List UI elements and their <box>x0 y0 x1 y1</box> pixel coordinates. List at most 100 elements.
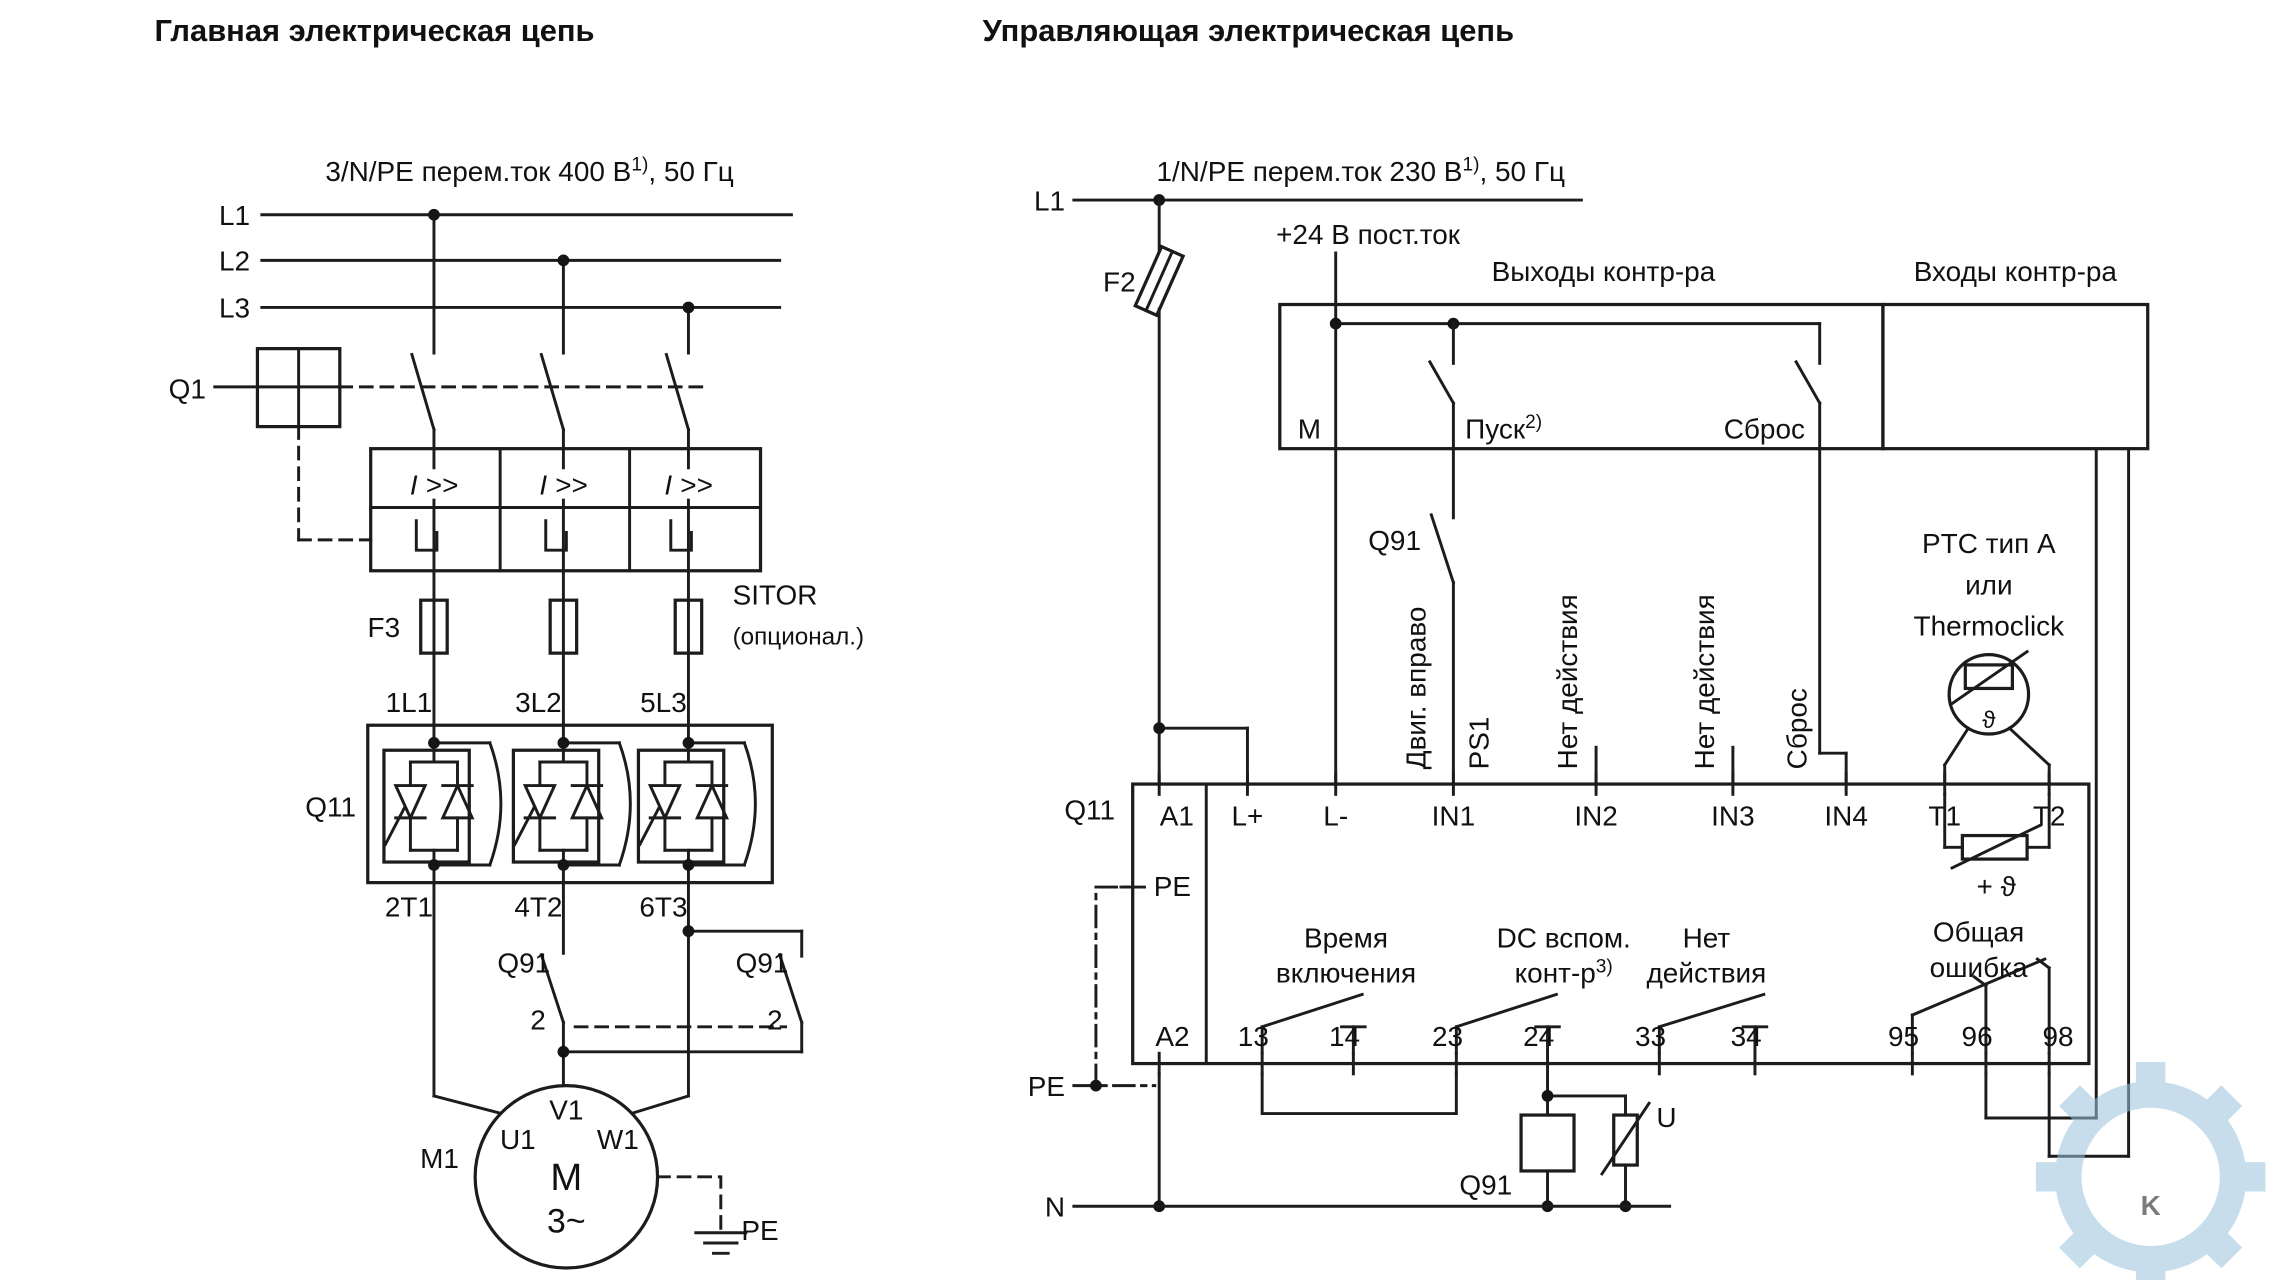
overcurrent-label-2: I >> <box>539 469 587 500</box>
motor-letter: M <box>550 1156 582 1199</box>
q11-label: Q11 <box>305 791 356 822</box>
control-l1-label: L1 <box>1034 185 1065 216</box>
motor-earth: PE <box>656 1175 779 1255</box>
aux-contact-13-14 <box>1260 992 1367 1055</box>
dc-aux-label-1: DC вспом. <box>1497 922 1631 953</box>
trip-hook-2 <box>544 519 568 552</box>
motor-pe-label: PE <box>741 1215 778 1246</box>
ps1-label: PS1 <box>1464 717 1495 770</box>
trip-hook-1 <box>414 519 439 552</box>
bypass-contact-arc <box>487 740 503 867</box>
bottom-terminal-ticks <box>1157 1051 2051 1076</box>
main-supply-text: 3/N/PE перем.ток 400 В <box>325 156 631 187</box>
thyristor-unit-2 <box>511 736 632 871</box>
ground-symbol <box>694 1231 748 1255</box>
ptc-sensor-symbol <box>1947 652 2031 736</box>
dc-aux-footnote: 3) <box>1596 956 1613 977</box>
phase-label-l2: L2 <box>219 246 250 277</box>
on-time-label-1: Время <box>1304 922 1388 953</box>
inputs-title: Входы контр-ра <box>1914 256 2118 287</box>
varistor-symbol <box>1599 1101 1652 1176</box>
aux-contact-33-34 <box>1657 992 1769 1055</box>
terminal-24: 24 <box>1523 1021 1554 1052</box>
ptc-label-3: Thermoclick <box>1914 610 2066 641</box>
terminal-a2: A2 <box>1155 1021 1189 1052</box>
in3-function-label: Нет действия <box>1689 594 1720 769</box>
ptc-label-2: или <box>1965 569 2013 600</box>
terminal-2t1: 2T1 <box>385 891 433 922</box>
dc24-label: +24 В пост.ток <box>1276 219 1461 250</box>
q11-softstarter-box: Q11 <box>305 723 774 885</box>
in2-function-label: Нет действия <box>1552 594 1583 769</box>
terminal-in1: IN1 <box>1432 800 1475 831</box>
junction-dots-main <box>428 208 695 314</box>
q91-label-2: Q91 <box>736 947 789 978</box>
fuse-f2-symbol: F2 <box>1103 198 1186 318</box>
main-supply-label: 3/N/PE перем.ток 400 В1), 50 Гц <box>325 155 733 187</box>
control-supply-footnote: 1) <box>1462 155 1479 176</box>
trip-hook-3 <box>669 519 693 552</box>
phase-label-l1: L1 <box>219 200 250 231</box>
control-supply-tail: , 50 Гц <box>1479 156 1565 187</box>
reset-button[interactable] <box>1794 322 1822 406</box>
main-circuit-title: Главная электрическая цепь <box>154 13 594 48</box>
motor-terminal-u1: U1 <box>500 1124 536 1155</box>
sitor-note: (опционал.) <box>733 623 865 650</box>
overcurrent-label-1: I >> <box>410 469 458 500</box>
terminal-96: 96 <box>1962 1021 1993 1052</box>
main-circuit: Главная электрическая цепь 3/N/PE перем.… <box>154 13 865 1270</box>
pe-connection: PE <box>1028 885 1157 1102</box>
terminal-1l1: 1L1 <box>386 687 433 718</box>
phase-label-l3: L3 <box>219 293 250 324</box>
terminal-98: 98 <box>2042 1021 2073 1052</box>
motor-tag: M1 <box>420 1143 459 1174</box>
terminal-4t2: 4T2 <box>514 891 562 922</box>
terminal-95: 95 <box>1888 1021 1919 1052</box>
reset-chain: Сброс <box>1781 401 1848 786</box>
q1-breaker-symbol: Q1 <box>169 347 711 542</box>
terminal-3l2: 3L2 <box>515 687 562 718</box>
terminal-pe: PE <box>1154 871 1191 902</box>
bypass-contact-arc <box>617 740 632 867</box>
watermark-logo: K <box>2035 1062 2266 1280</box>
controller-outputs-box: Выходы контр-ра M Пуск2) Сброс <box>1278 256 1885 451</box>
reset-label: Сброс <box>1724 413 1805 444</box>
bypass-contact-arc <box>742 740 757 867</box>
control-circuit: Управляющая электрическая цепь 1/N/PE пе… <box>983 13 2150 1223</box>
q91-aux-contact <box>1429 513 1456 585</box>
fault-label-2: ошибка <box>1930 952 2028 983</box>
q91-label-1: Q91 <box>497 947 550 978</box>
main-supply-tail: , 50 Гц <box>648 156 733 187</box>
controller-inputs-box: Входы контр-ра <box>1881 256 2150 1158</box>
terminal-13: 13 <box>1238 1021 1269 1052</box>
fault-label-1: Общая <box>1933 916 2024 947</box>
thyristor-unit-3 <box>636 736 757 871</box>
terminal-a1: A1 <box>1160 800 1194 831</box>
motor-feeders: Q91 2 Q91 2 <box>432 881 804 1116</box>
supply-busbars: L1 L2 L3 <box>219 200 793 324</box>
terminal-in3: IN3 <box>1711 800 1754 831</box>
m-output-label: M <box>1298 413 1321 444</box>
terminal-33: 33 <box>1635 1021 1666 1052</box>
terminal-6t3: 6T3 <box>639 891 687 922</box>
q11-control-label: Q11 <box>1064 794 1115 825</box>
q11-control-box: Q11 A1 L+ L- IN1 IN2 IN3 IN4 T1 <box>1064 772 2091 1076</box>
start-footnote: 2) <box>1525 412 1542 433</box>
start-button[interactable] <box>1427 322 1456 406</box>
f2-label: F2 <box>1103 266 1136 297</box>
motor-phases: 3~ <box>547 1203 586 1241</box>
main-supply-footnote: 1) <box>631 155 648 176</box>
q91-contact-1 <box>539 952 566 1025</box>
no-action-label-1: Нет <box>1683 922 1731 953</box>
no-action-label-2: действия <box>1647 958 1767 989</box>
aux-contact-23-24 <box>1454 992 1561 1055</box>
motor-terminal-v1: V1 <box>549 1094 583 1125</box>
overcurrent-release-box: I >> I >> I >> <box>369 447 763 573</box>
terminal-34: 34 <box>1731 1021 1762 1052</box>
gear-icon <box>2035 1062 2266 1280</box>
terminal-5l3: 5L3 <box>640 687 687 718</box>
control-supply-text: 1/N/PE перем.ток 230 В <box>1156 156 1462 187</box>
thyristor-unit-1 <box>382 736 503 871</box>
outputs-title: Выходы контр-ра <box>1492 256 1716 287</box>
